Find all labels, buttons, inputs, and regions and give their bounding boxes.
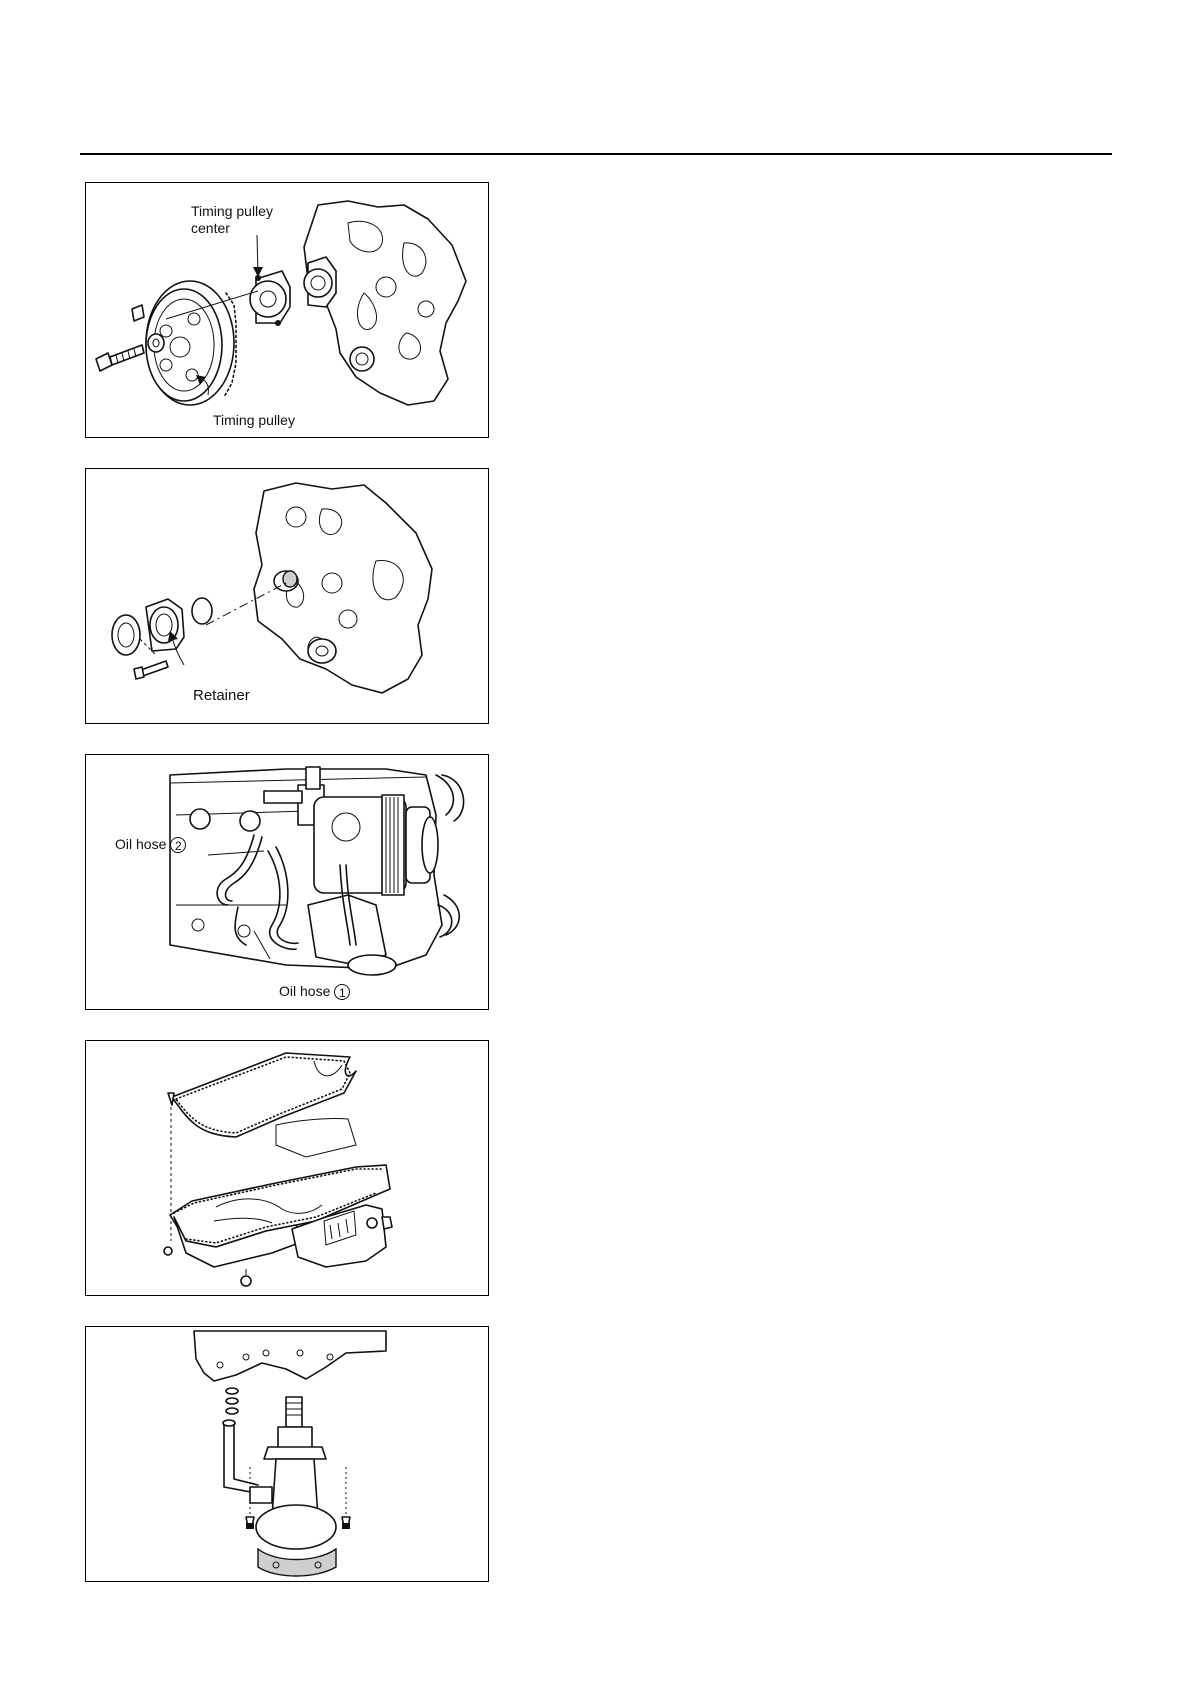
- figure-timing-pulley: Timing pulley center Timing pulley: [85, 182, 489, 438]
- retainer-label: Retainer: [193, 688, 250, 704]
- timing-pulley-label: Timing pulley: [213, 412, 295, 428]
- oil-pump-body: [250, 1397, 336, 1576]
- oil-hose-1-number: 1: [334, 984, 350, 1000]
- oil-pan-illustration: [86, 1041, 489, 1296]
- timing-pulley-illustration: [86, 183, 489, 438]
- oil-pan-gasket: [172, 1053, 356, 1137]
- figure-oil-pump: [85, 1326, 489, 1582]
- oil-hose-illustration: [86, 755, 489, 1010]
- figure-retainer: Retainer: [85, 468, 489, 724]
- oil-pan-body: [170, 1118, 390, 1267]
- timing-pulley-center-label: Timing pulley: [191, 203, 273, 219]
- figure-oil-pan: [85, 1040, 489, 1296]
- timing-pulley-center-label-line2: center: [191, 220, 230, 236]
- header-rule: [80, 153, 1112, 155]
- retainer-illustration: [86, 469, 489, 724]
- alternator: [314, 795, 438, 895]
- oil-pump-illustration: [86, 1327, 489, 1582]
- oil-hose-2-number: 2: [170, 837, 186, 853]
